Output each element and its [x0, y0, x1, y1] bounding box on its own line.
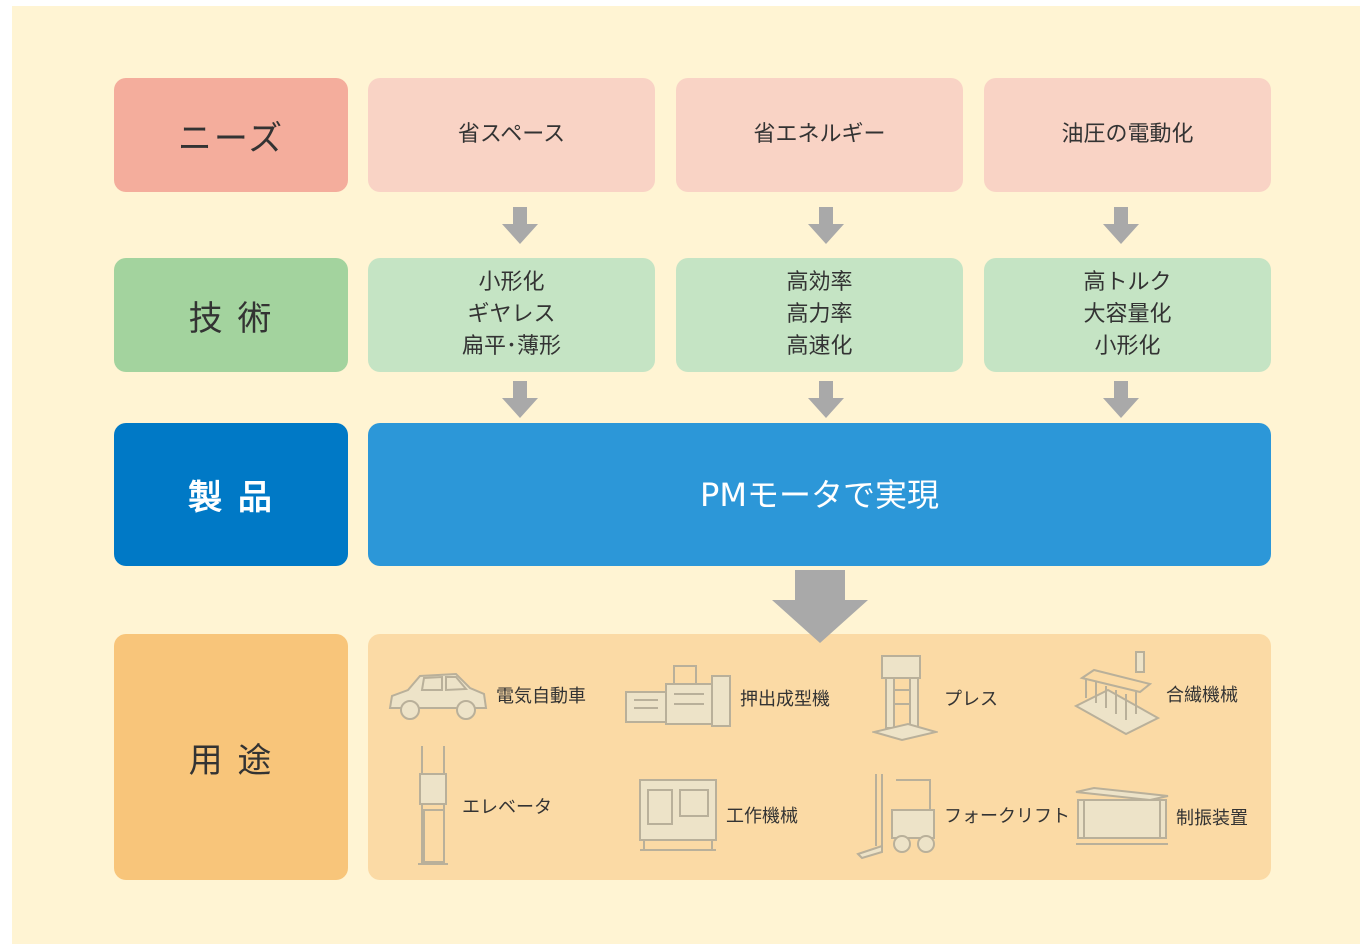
forklift-icon — [856, 774, 935, 860]
tech-cell-3: 高トルク 大容量化 小形化 — [984, 258, 1271, 372]
need-text: 省エネルギー — [753, 122, 886, 147]
synthetic-fiber-machine-icon — [1074, 651, 1160, 736]
tech-cell-2: 高効率 高力率 高速化 — [676, 258, 963, 372]
application-label: 制振装置 — [1176, 808, 1248, 829]
application-label: フォークリフト — [944, 806, 1070, 827]
product-cell: PMモータで実現 — [368, 423, 1271, 566]
tech-text: 扁平･薄形 — [461, 334, 561, 359]
machine-tool-icon — [639, 779, 717, 851]
product-row-label: 製 品 — [114, 423, 348, 566]
needs-row-label: ニーズ — [114, 78, 348, 192]
tech-text: 小形化 — [478, 270, 545, 295]
tech-text: 小形化 — [1094, 334, 1161, 359]
down-arrow-icon — [808, 381, 844, 418]
application-electric-car: 電気自動車 — [386, 664, 586, 726]
application-label: エレベータ — [462, 797, 552, 818]
need-text: 油圧の電動化 — [1061, 122, 1194, 147]
application-label: プレス — [944, 689, 998, 710]
need-cell-hydraulic-electrification: 油圧の電動化 — [984, 78, 1271, 192]
tech-text: 大容量化 — [1083, 302, 1172, 327]
product-label-text: 製 品 — [188, 478, 274, 518]
extrusion-machine-icon — [625, 665, 731, 727]
tech-text: 高トルク — [1083, 270, 1172, 295]
application-synthetic-fiber: 合繊機械 — [1074, 648, 1238, 740]
needs-label-text: ニーズ — [177, 118, 285, 159]
press-machine-icon — [872, 655, 938, 742]
application-press: プレス — [872, 652, 998, 744]
application-label: 合繊機械 — [1166, 685, 1238, 706]
need-text: 省スペース — [457, 122, 566, 147]
application-label: 電気自動車 — [496, 686, 586, 707]
elevator-icon — [418, 746, 448, 865]
product-text: PMモータで実現 — [700, 475, 939, 514]
tech-text: ギヤレス — [467, 302, 556, 327]
tech-text: 高速化 — [786, 334, 853, 359]
tech-cell-1: 小形化 ギヤレス 扁平･薄形 — [368, 258, 655, 372]
tech-text: 高力率 — [786, 302, 853, 327]
application-machine-tool: 工作機械 — [638, 778, 798, 852]
tech-row-label: 技 術 — [114, 258, 348, 372]
tech-text: 高効率 — [786, 270, 853, 295]
electric-car-icon — [388, 672, 488, 720]
application-elevator: エレベータ — [414, 744, 552, 868]
application-vibration-control: 制振装置 — [1074, 786, 1248, 848]
application-extrusion-machine: 押出成型機 — [624, 662, 830, 734]
tech-label-text: 技 術 — [188, 298, 274, 339]
vibration-control-device-icon — [1075, 786, 1169, 845]
down-arrow-icon — [808, 207, 844, 244]
application-label: 工作機械 — [726, 806, 798, 827]
application-label: 押出成型機 — [740, 689, 830, 710]
down-arrow-icon — [502, 207, 538, 244]
need-cell-space-saving: 省スペース — [368, 78, 655, 192]
large-down-arrow-icon — [772, 570, 868, 643]
need-cell-energy-saving: 省エネルギー — [676, 78, 963, 192]
down-arrow-icon — [502, 381, 538, 418]
applications-label-text: 用 途 — [188, 740, 274, 781]
down-arrow-icon — [1103, 381, 1139, 418]
application-forklift: フォークリフト — [856, 770, 1070, 860]
applications-row-label: 用 途 — [114, 634, 348, 880]
down-arrow-icon — [1103, 207, 1139, 244]
